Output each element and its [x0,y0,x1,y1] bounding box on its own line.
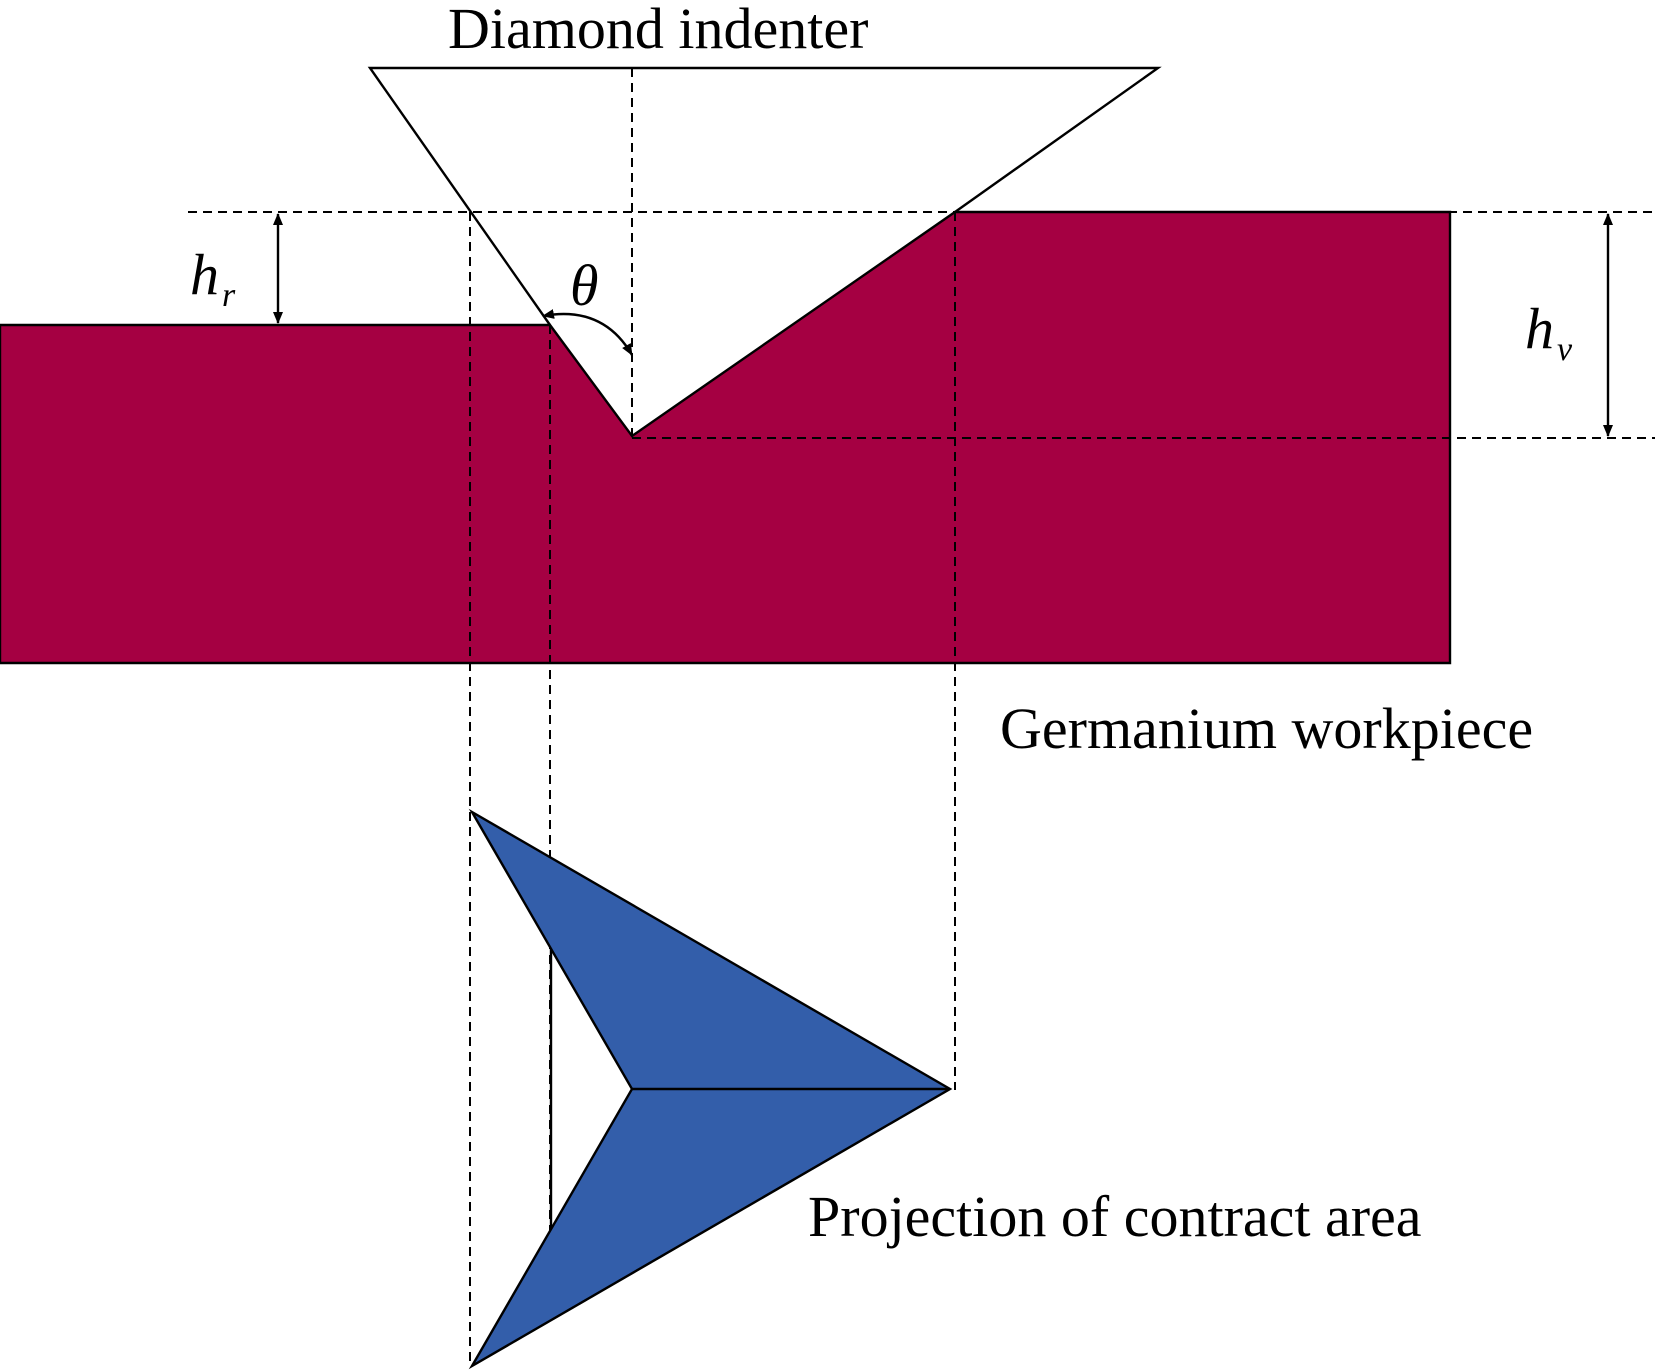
hv-label: h v [1525,296,1573,368]
hr-label: h r [190,242,236,314]
contact-area-projection [468,808,953,1370]
projection-bottom-edge [471,1088,951,1367]
hr-label-subscript: r [222,277,236,314]
diamond-indenter-outline [367,66,1162,326]
projection-label: Projection of contract area [808,1184,1422,1249]
hr-label-main: h [190,242,219,307]
hv-label-subscript: v [1557,331,1573,368]
theta-angle-arc [542,309,634,356]
hv-label-main: h [1525,296,1554,361]
diamond-indenter-label: Diamond indenter [448,0,868,61]
theta-label: θ [570,253,599,318]
germanium-workpiece-label: Germanium workpiece [1000,696,1533,761]
